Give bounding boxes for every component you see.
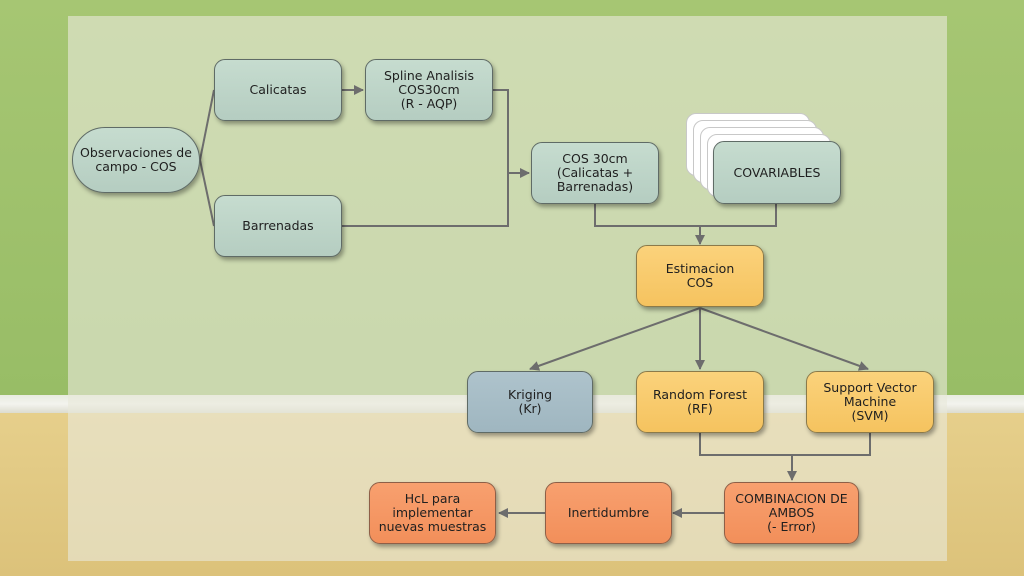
node-random-forest: Random Forest (RF) [636,371,764,433]
arrow-estimacion-kriging [529,307,701,371]
arrow-spline-cos30 [493,89,530,178]
connector-obs-barrenadas [199,159,215,227]
node-calicatas: Calicatas [214,59,342,121]
connector-svm-combinacion [792,433,871,456]
node-estimacion-cos: Estimacion COS [636,245,764,307]
connector-cos30-estimacion [594,204,700,227]
node-hcl: HcL para implementar nuevas muestras [369,482,496,544]
arrow-estimacion-svm [699,307,869,371]
connector-covariables-estimacion [700,204,777,227]
connector-barrenadas-cos30 [342,173,509,227]
connector-obs-calicatas [199,89,215,161]
node-cos-30cm: COS 30cm (Calicatas + Barrenadas) [531,142,659,204]
node-observaciones: Observaciones de campo - COS [72,127,200,193]
node-inertidumbre: Inertidumbre [545,482,672,544]
node-barrenadas: Barrenadas [214,195,342,257]
node-svm: Support Vector Machine (SVM) [806,371,934,433]
node-covariables: COVARIABLES [713,141,841,204]
node-spline-analisis: Spline Analisis COS30cm (R - AQP) [365,59,493,121]
node-combinacion: COMBINACION DE AMBOS (- Error) [724,482,859,544]
connector-rf-combinacion [699,433,792,456]
node-kriging: Kriging (Kr) [467,371,593,433]
